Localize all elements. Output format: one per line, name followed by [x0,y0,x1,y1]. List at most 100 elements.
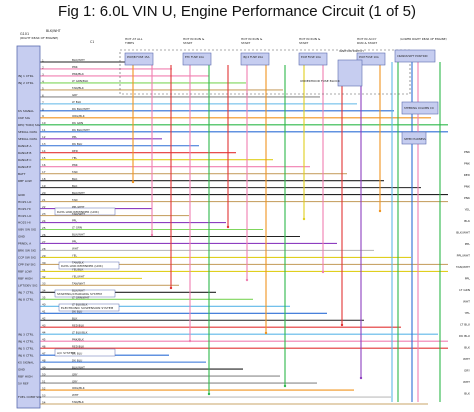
wire-color-label: LT BLU/BLK [72,302,88,306]
wire-color-label: TAN/BLK [71,261,84,265]
splice-dot [245,278,249,282]
pcm-pin-number: 10 [42,121,46,125]
wire-color-label: GRY [72,379,78,383]
right-component-header: (LOWER RIGHT REAR OF ENGINE) [400,37,447,41]
pcm-pin-label: HO2S HI [18,221,31,225]
pcm-pin-label: CCP SW SIG [18,256,37,260]
right-edge-wire-label: BLK [464,392,471,396]
right-edge-wire-label: YEL [465,208,471,212]
pcm-pin-label: CPP SW SIG [18,263,36,267]
fuse-box [298,52,328,66]
wire-color-label: TAN [71,170,78,174]
pcm-pin-number: 53 [42,393,46,397]
speed-harness-box [401,131,427,145]
fuse-block-name: UNDERHOOD FUSE BLOCK [300,79,341,83]
fuse-block-outline [119,49,411,95]
right-edge-wire-label: TAN/WHT [455,265,470,269]
wire-color-label: TAN [71,198,78,202]
pcm-pin-number: 46 [42,345,46,349]
fuse-header-label: HOT IN RUN & [241,37,263,41]
pcm-pin-label: REQ TORQ SIG [18,123,41,127]
fuse-label: INJ 2 FUSE 20A [243,55,263,59]
pcm-pin-number: 11 [42,128,46,132]
wire-color-label: PPL [72,240,77,244]
pcm-pin-label: GND [18,193,26,197]
right-edge-wire-label: PNK [464,196,471,200]
pcm-pin-number: 19 [42,184,46,188]
pcm-pin-label: INJ 6 CTRL [18,353,34,357]
inline-module-box [58,303,120,312]
connector-id-label: C1 [90,40,94,44]
pcm-pin-label: LIFT/DEV SIG [18,284,38,288]
fuse-box [124,52,154,66]
fuse-header-label: HOT IN RUN & [183,37,205,41]
fuse-label: PCM FUSE 10A [359,55,379,59]
speed-harness-label: SPEED HARNESS [404,137,426,141]
wire-color-label: BLK [72,177,77,181]
pcm-pin-label: GND [18,367,26,371]
fuse-label: PCM/B FUSE 15A [127,55,150,59]
wire-color-label: ORG/BLK [72,114,85,118]
pcm-pin-number: 49 [42,366,46,370]
pcm-pin-label: RBF HIGH [18,277,33,281]
splice-dot [340,323,344,327]
fuse-header-label: START [183,41,192,45]
fuse-header-label: TIMES [124,41,134,45]
pcm-pin-number: 29 [42,254,46,258]
right-edge-wire-label: DK BLU [459,334,470,338]
wire-color-label: DK BLU/WHT [72,128,90,132]
ignition-switch-box [337,59,363,87]
pcm-pin-number: 44 [42,331,46,335]
wire-color-label: BLK [72,316,77,320]
inline-module-label: ELECTRONIC SUSPENSION SYSTEM [61,306,114,310]
wire-color-label: WHT [72,393,79,397]
wire-color-label: BLK/WHT [72,233,85,237]
wire-color-label: GRY [72,93,78,97]
wire-color-label: DK BLU [72,142,82,146]
pcm-pin-number: 28 [42,247,46,251]
pcm-pin-label: INJ 8 CTRL [18,298,34,302]
ground-location-label: (RIGHT REAR OF ENGINE) [20,36,58,40]
splice-dot [302,217,306,221]
pcm-pin-label: RBF LOW [18,179,32,183]
pcm-pin-label: INJ 4 CTRL [18,339,34,343]
pcm-pin-number: 7 [42,100,44,104]
wire-color-label: PNK [72,65,78,69]
wire-color-label: YEL [72,156,77,160]
wire-color-label: PPL [72,135,77,139]
pcm-pin-number: 23 [42,212,46,216]
inline-module-label: STARTING/CHARGING SYSTEM [57,292,102,296]
wire-color-label: TAN/WHT [71,212,85,216]
pcm-pin-number: 2 [42,65,44,69]
wire-color-label: YEL/BLK [72,268,83,272]
pcm-pin-number: 8 [42,107,44,111]
ckp-sensor-box [394,49,436,63]
pcm-pin-number: 13 [42,142,46,146]
pcm-pin-label: RANGE C [18,158,32,162]
pcm-pin-label: INJ 5 CTRL [18,346,34,350]
wire-color-label: BLK/WHT [72,365,85,369]
wire-color-label: PPL [72,219,77,223]
splice-dot [321,270,325,274]
pcm-pin-number: 45 [42,338,46,342]
pcm-pin-label: HO2S HI [18,207,31,211]
pcm-pin-label: CKP SIG [18,116,31,120]
right-edge-wire-label: PPL [465,277,471,281]
pcm-pin-label: RBF HIGH [18,374,33,378]
inline-module-label: A/C SYSTEM [57,351,75,355]
pcm-pin-number: 47 [42,352,46,356]
pcm-pin-label: KS SIGNAL [18,109,34,113]
right-edge-wire-label: BLK [464,346,471,350]
wire-layer [40,61,448,405]
pcm-pin-number: 25 [42,226,46,230]
pcm-pin-number: 52 [42,386,46,390]
right-edge-wire-label: PNK [464,185,471,189]
fuse-header-label: RUN & START [357,41,377,45]
pcm-pin-number: 40 [42,303,46,307]
diagram-background [0,22,474,412]
pcm-pin-number: 33 [42,282,46,286]
pcm-pin-label: RANGE B [18,151,32,155]
right-edge-wire-label: LT GRN [459,288,470,292]
right-edge-wire-label: LT BLU [460,323,470,327]
